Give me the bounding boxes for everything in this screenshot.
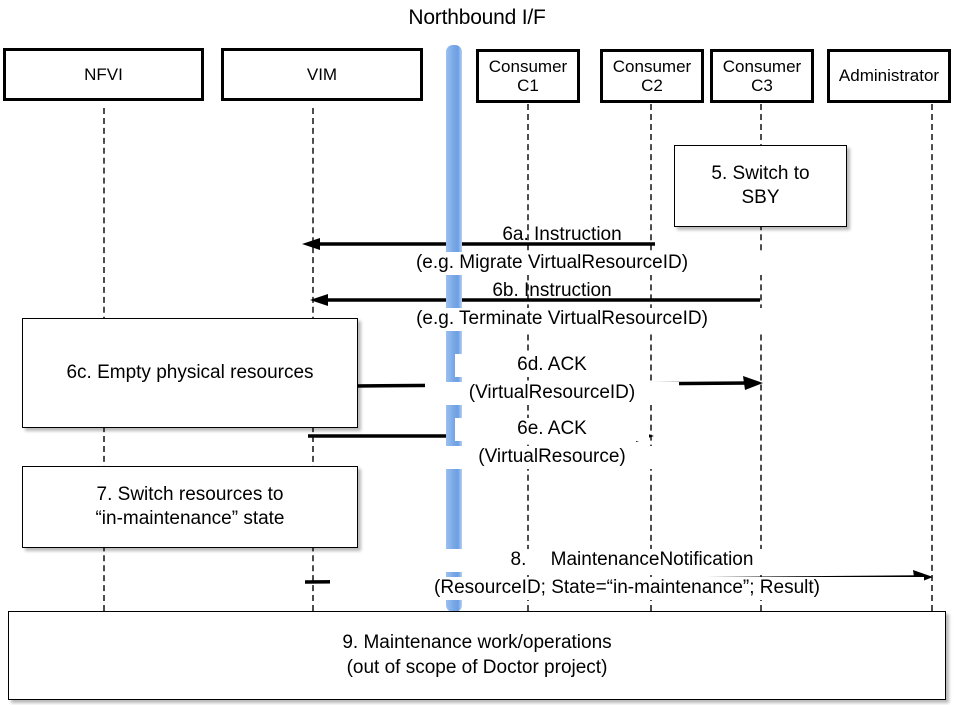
actor-label-consumer-c3: Consumer C3: [722, 56, 802, 95]
message-arrow-6a: [300, 238, 660, 250]
note-empty-physical-resources-label: 6c. Empty physical resources: [66, 361, 314, 383]
note-switch-to-sby[interactable]: 5. Switch to SBY: [674, 145, 847, 227]
message-label-6e-line1: 6e. ACK: [455, 418, 649, 441]
message-label-8-line2: (ResourceID; State=“in-maintenance”; Res…: [330, 577, 924, 600]
message-6e-line2-text: (VirtualResource): [478, 446, 626, 467]
message-label-8-line1: 8. MaintenanceNotification: [420, 549, 844, 572]
lifeline-c3: [760, 104, 762, 611]
lifeline-c2: [650, 104, 652, 611]
message-6d-line2-text: (VirtualResourceID): [468, 382, 636, 403]
message-8-line2-text: (ResourceID; State=“in-maintenance”; Res…: [434, 577, 820, 598]
message-8-line1-text: 8. MaintenanceNotification: [510, 549, 754, 570]
note-switch-to-sby-label: 5. Switch to SBY: [711, 162, 810, 208]
actor-box-consumer-c3[interactable]: Consumer C3: [710, 49, 814, 103]
actor-box-nfvi[interactable]: NFVI: [3, 48, 204, 101]
message-label-6b-line2: (e.g. Terminate VirtualResourceID): [330, 308, 794, 331]
actor-label-consumer-c2: Consumer C2: [612, 56, 692, 95]
actor-label-nfvi: NFVI: [84, 64, 123, 84]
message-6a-line1-text: 6a. Instruction: [502, 224, 622, 245]
message-label-6b-line1: 6b. Instruction: [405, 280, 699, 303]
message-label-6e-line2: (VirtualResource): [425, 446, 679, 469]
message-6e-line1-text: 6e. ACK: [517, 418, 587, 439]
message-6b-line2-text: (e.g. Terminate VirtualResourceID): [416, 308, 708, 329]
message-6a-line2-text: (e.g. Migrate VirtualResourceID): [415, 252, 689, 273]
note-switch-resources-in-maintenance-label: 7. Switch resources to “in-maintenance” …: [95, 483, 285, 529]
note-maintenance-work-operations[interactable]: 9. Maintenance work/operations (out of s…: [8, 611, 946, 700]
message-6d-line1-text: 6d. ACK: [517, 354, 587, 375]
diagram-title: Northbound I/F: [408, 6, 546, 29]
actor-box-consumer-c1[interactable]: Consumer C1: [476, 49, 580, 103]
actor-label-consumer-c1: Consumer C1: [488, 56, 568, 95]
message-label-6d-line2: (VirtualResourceID): [425, 382, 679, 405]
actor-box-vim[interactable]: VIM: [221, 48, 423, 101]
actor-box-consumer-c2[interactable]: Consumer C2: [600, 49, 704, 103]
note-empty-physical-resources[interactable]: 6c. Empty physical resources: [22, 318, 358, 428]
message-6b-line1-text: 6b. Instruction: [492, 280, 612, 301]
actor-label-vim: VIM: [306, 64, 338, 84]
actor-box-administrator[interactable]: Administrator: [827, 49, 951, 103]
note-switch-resources-in-maintenance[interactable]: 7. Switch resources to “in-maintenance” …: [22, 466, 358, 548]
message-label-6d-line1: 6d. ACK: [455, 354, 649, 377]
note-maintenance-work-operations-label: 9. Maintenance work/operations (out of s…: [342, 632, 612, 678]
message-label-6a-line1: 6a. Instruction: [420, 224, 704, 247]
message-arrow-6b: [308, 294, 763, 306]
actor-label-administrator: Administrator: [838, 66, 940, 86]
message-label-6a-line2: (e.g. Migrate VirtualResourceID): [330, 252, 774, 275]
lifeline-admin: [931, 104, 933, 611]
